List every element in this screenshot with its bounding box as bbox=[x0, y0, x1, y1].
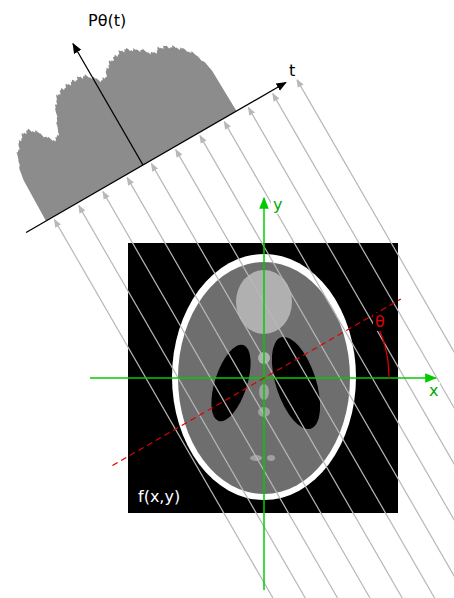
ray-line bbox=[79, 206, 429, 598]
projection-direction-line bbox=[112, 299, 400, 466]
detector-axes bbox=[26, 44, 286, 233]
ray-line bbox=[151, 164, 454, 598]
coordinate-axes bbox=[90, 198, 436, 590]
ray-line bbox=[273, 94, 454, 598]
ray-line bbox=[248, 108, 454, 598]
projection-profile bbox=[17, 45, 237, 221]
projection-label: Pθ(t) bbox=[86, 12, 128, 30]
ray-line bbox=[176, 150, 454, 598]
y-axis-label: y bbox=[271, 196, 284, 214]
angle-label: θ bbox=[373, 313, 387, 331]
ray-line bbox=[54, 220, 404, 598]
ray-line bbox=[127, 178, 454, 598]
projection-angle bbox=[112, 299, 400, 466]
ray-line bbox=[224, 122, 454, 598]
ray-line bbox=[297, 80, 454, 598]
ray-line bbox=[103, 192, 453, 598]
t-axis bbox=[26, 83, 286, 233]
function-label: f(x,y) bbox=[136, 488, 182, 506]
projection-rays bbox=[54, 80, 454, 598]
profile-area bbox=[17, 45, 237, 221]
t-axis-label: t bbox=[287, 62, 297, 80]
ray-line bbox=[200, 136, 454, 598]
x-axis-label: x bbox=[427, 382, 440, 400]
p-axis bbox=[73, 44, 143, 165]
